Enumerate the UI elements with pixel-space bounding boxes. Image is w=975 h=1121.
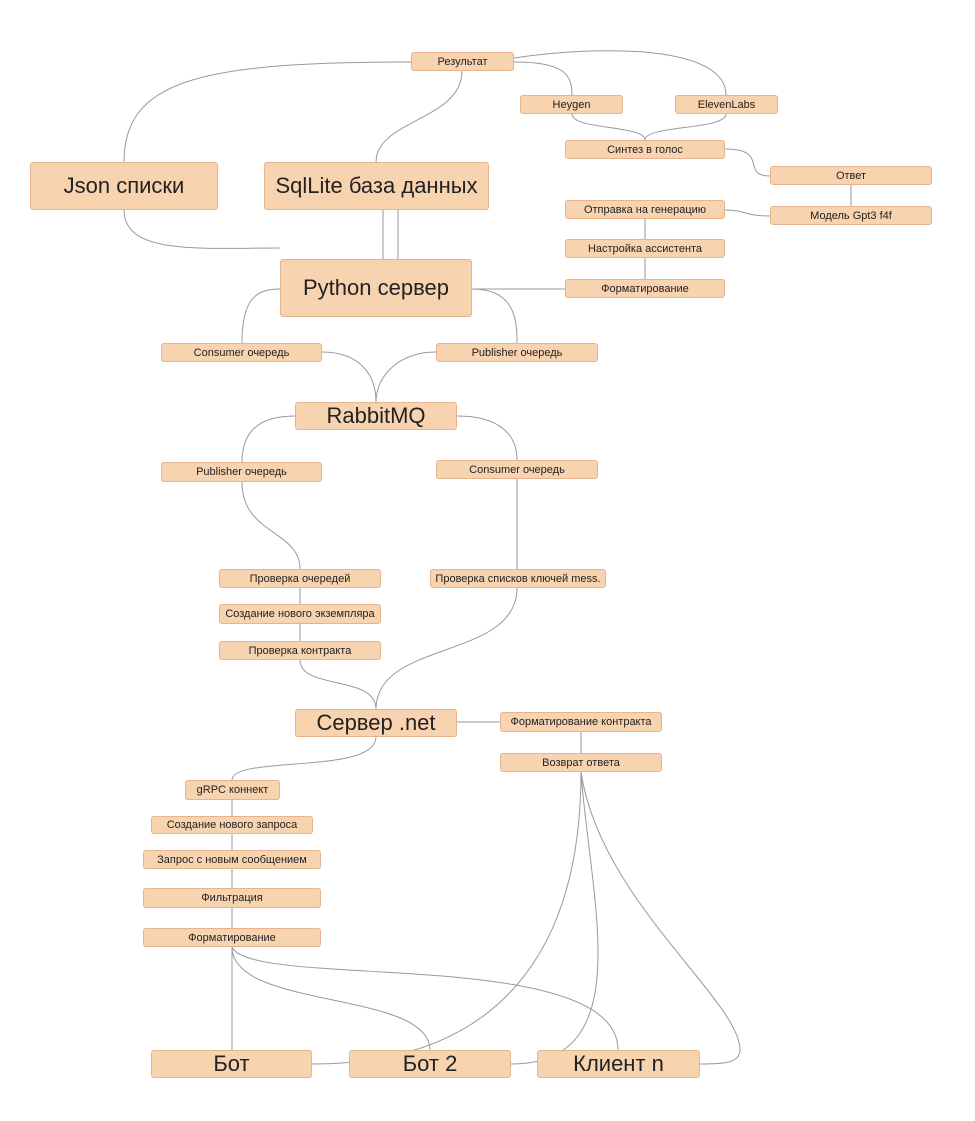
edge-consumer-top-to-rabbitmq (321, 351, 377, 403)
edge-heygen-to-sintez (571, 113, 646, 141)
edge-vozvrat-to-bot (311, 771, 582, 1065)
node-format-bot-label: Форматирование (188, 931, 276, 944)
edge-sqlite-to-rezultat (375, 70, 463, 163)
node-rabbitmq-label: RabbitMQ (326, 403, 426, 428)
node-consumer-mid[interactable]: Consumer очередь (436, 460, 598, 479)
node-format-kontrakta-label: Форматирование контракта (510, 716, 652, 728)
node-model[interactable]: Модель Gpt3 f4f (770, 206, 932, 225)
edge-model-to-otpravka (724, 209, 771, 217)
node-otpravka-label: Отправка на генерацию (583, 203, 707, 216)
edge-rezultat-to-heygen (513, 61, 573, 96)
node-publisher-top-label: Publisher очередь (471, 346, 563, 359)
edge-consumer-top-to-python (241, 288, 281, 344)
edge-json-to-rezultat (123, 61, 412, 163)
node-format-kontrakta[interactable]: Форматирование контракта (500, 712, 662, 732)
node-format-py[interactable]: Форматирование (565, 279, 725, 298)
node-json[interactable]: Json списки (30, 162, 218, 210)
node-sqlite-label: SqlLite база данных (275, 173, 478, 198)
node-sozdanie-ekz-label: Создание нового экземпляра (225, 608, 375, 620)
node-sozdanie-zaprosa-label: Создание нового запроса (166, 819, 298, 831)
node-proverka-kontrakta-label: Проверка контракта (248, 644, 352, 657)
node-elevenlabs-label: ElevenLabs (697, 98, 756, 111)
edge-format-to-klient (231, 946, 619, 1051)
node-sozdanie-zaprosa[interactable]: Создание нового запроса (151, 816, 313, 834)
edge-elevenlabs-to-sintez (644, 113, 727, 141)
edge-server-to-grpc (231, 736, 377, 781)
node-bot2[interactable]: Бот 2 (349, 1050, 511, 1078)
node-filtraciya[interactable]: Фильтрация (143, 888, 321, 908)
node-consumer-top-label: Consumer очередь (193, 346, 290, 359)
node-klient-label: Клиент n (573, 1051, 664, 1076)
node-filtraciya-label: Фильтрация (201, 892, 263, 904)
node-format-bot[interactable]: Форматирование (143, 928, 321, 947)
edge-format-to-bot2 (231, 946, 431, 1051)
node-rezultat[interactable]: Результат (411, 52, 514, 71)
edge-publisher-top-to-rabbitmq (375, 351, 437, 403)
node-model-label: Модель Gpt3 f4f (810, 209, 892, 222)
node-proverka-spiskov-label: Проверка списков ключей mess. (435, 572, 601, 585)
node-json-label: Json списки (63, 173, 185, 198)
node-otvet-label: Ответ (835, 169, 867, 182)
edge-sintez-to-otvet (724, 148, 771, 177)
node-rabbitmq[interactable]: RabbitMQ (295, 402, 457, 430)
node-publisher-mid[interactable]: Publisher очередь (161, 462, 322, 482)
node-publisher-mid-label: Publisher очередь (196, 466, 287, 478)
node-grpc[interactable]: gRPC коннект (185, 780, 280, 800)
edge-publisher-mid-to-proverka (241, 481, 301, 570)
edge-rezultat-to-elevenlabs (513, 50, 727, 96)
node-heygen-label: Heygen (552, 98, 591, 111)
node-bot[interactable]: Бот (151, 1050, 312, 1078)
node-sintez[interactable]: Синтез в голос (565, 140, 725, 159)
node-grpc-label: gRPC коннект (196, 784, 269, 796)
node-sintez-label: Синтез в голос (607, 143, 683, 156)
node-proverka-ocheredei[interactable]: Проверка очередей (219, 569, 381, 588)
node-consumer-mid-label: Consumer очередь (469, 463, 565, 476)
node-sozdanie-ekz[interactable]: Создание нового экземпляра (219, 604, 381, 624)
node-bot2-label: Бот 2 (402, 1051, 458, 1076)
node-otvet[interactable]: Ответ (770, 166, 932, 185)
edge-vozvrat-to-klient (580, 771, 741, 1065)
edge-spiskov-to-server (375, 587, 518, 710)
node-consumer-top[interactable]: Consumer очередь (161, 343, 322, 362)
node-vozvrat-label: Возврат ответа (542, 756, 620, 769)
node-format-py-label: Форматирование (601, 282, 689, 295)
node-publisher-top[interactable]: Publisher очередь (436, 343, 598, 362)
node-elevenlabs[interactable]: ElevenLabs (675, 95, 778, 114)
node-otpravka[interactable]: Отправка на генерацию (565, 200, 725, 219)
edge-python-to-json (123, 209, 281, 249)
node-nastroika[interactable]: Настройка ассистента (565, 239, 725, 258)
node-zapros-soob[interactable]: Запрос с новым сообщением (143, 850, 321, 869)
node-proverka-spiskov[interactable]: Проверка списков ключей mess. (430, 569, 606, 588)
edge-python-to-publisher-top (471, 288, 518, 344)
node-python-label: Python сервер (303, 275, 449, 300)
edge-rabbitmq-to-consumer-mid (456, 415, 518, 461)
node-python[interactable]: Python сервер (280, 259, 472, 317)
node-sqlite[interactable]: SqlLite база данных (264, 162, 489, 210)
node-proverka-kontrakta[interactable]: Проверка контракта (219, 641, 381, 660)
node-server-net[interactable]: Сервер .net (295, 709, 457, 737)
node-zapros-soob-label: Запрос с новым сообщением (157, 853, 307, 866)
node-klient[interactable]: Клиент n (537, 1050, 700, 1078)
node-heygen[interactable]: Heygen (520, 95, 623, 114)
node-rezultat-label: Результат (437, 55, 488, 68)
node-bot-label: Бот (213, 1051, 250, 1076)
edge-kontrakt-to-server (299, 659, 377, 710)
edge-vozvrat-to-bot2 (510, 771, 599, 1065)
node-nastroika-label: Настройка ассистента (587, 242, 703, 255)
edge-rabbitmq-to-publisher-mid (241, 415, 296, 463)
node-proverka-ocheredei-label: Проверка очередей (249, 572, 351, 585)
node-vozvrat[interactable]: Возврат ответа (500, 753, 662, 772)
node-server-net-label: Сервер .net (316, 710, 436, 735)
